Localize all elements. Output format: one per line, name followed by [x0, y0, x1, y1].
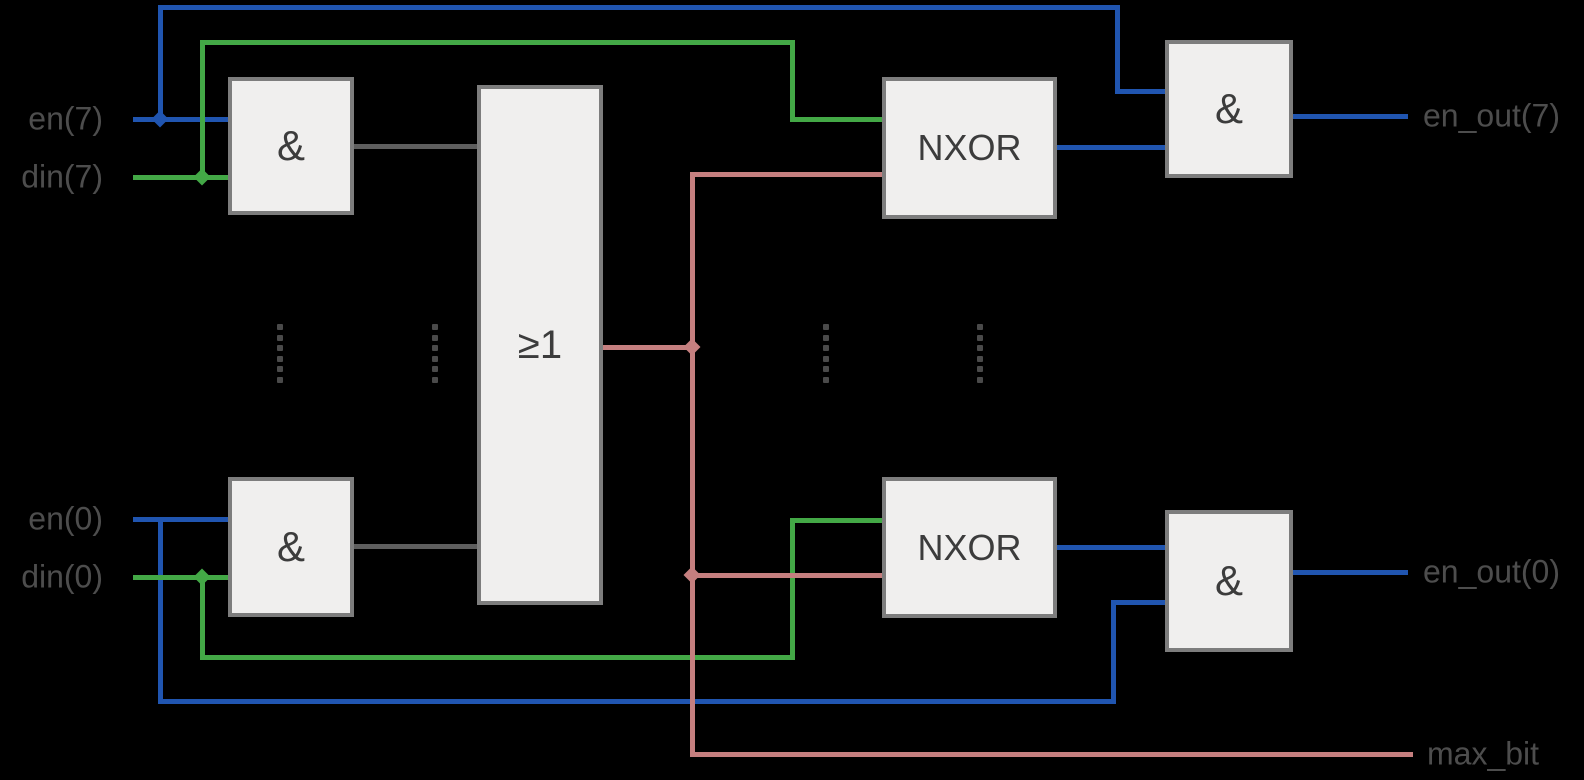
wire-en0-to-or [351, 543, 480, 549]
wire-din7-feedback [789, 39, 795, 122]
gate-label-and-out-7: & [1214, 85, 1243, 132]
wire-en-out7-wire [1290, 113, 1408, 119]
wire-en7-feedback [1114, 88, 1168, 94]
ellipsis-icon [432, 355, 438, 362]
gate-and-in-7: & [228, 77, 354, 215]
gate-and-in-0: & [228, 477, 354, 617]
wire-en7-input [351, 143, 480, 149]
port-label-en-out-0: en_out(0) [1423, 553, 1560, 590]
wire-en7-feedback [1114, 4, 1120, 94]
wire-en0-feedback [157, 516, 163, 704]
wire-din7-feedback [199, 39, 795, 45]
ellipsis-icon [977, 334, 983, 341]
wire-en7-line [132, 116, 231, 122]
wire-din0-feedback [199, 654, 795, 660]
gate-or-gate: ≥1 [477, 85, 603, 605]
ellipsis-icon [977, 366, 983, 372]
wire-din0-feedback [199, 574, 205, 660]
ellipsis-icon [823, 324, 829, 330]
junction-din7-tap [193, 168, 211, 186]
port-label-din-0: din(0) [21, 558, 103, 595]
ellipsis-icon [277, 345, 283, 351]
wire-nxor0-out [1054, 544, 1168, 550]
ellipsis-icon [823, 376, 829, 383]
port-label-max-bit: max_bit [1427, 735, 1540, 772]
wire-nxor7-out [1054, 144, 1168, 150]
wire-en-out0-wire [1290, 569, 1408, 575]
gate-label-or-gate: ≥1 [517, 323, 563, 367]
wire-din0-feedback [789, 517, 885, 523]
ellipsis-icon [277, 376, 283, 383]
junction-nxor0-tap [683, 566, 701, 584]
wire-red-to-nxor0 [689, 572, 885, 578]
ellipsis-icon [977, 345, 983, 351]
port-label-en-7: en(7) [28, 100, 103, 137]
ellipsis-icon [432, 376, 438, 383]
wire-din7-feedback [789, 116, 885, 122]
wire-max-bit-trunk [689, 171, 695, 757]
gate-nxor-7: NXOR [882, 77, 1057, 219]
wire-din7-feedback [199, 39, 205, 180]
ellipsis-icon [977, 376, 983, 383]
gate-and-out-0: & [1165, 510, 1293, 652]
wire-en0-feedback [1110, 599, 1116, 704]
ellipsis-icon [823, 366, 829, 372]
ellipsis-icon [823, 345, 829, 351]
wire-en0-feedback [1110, 599, 1168, 605]
ellipsis-icon [277, 334, 283, 341]
gate-nxor-0: NXOR [882, 477, 1057, 618]
gate-label-and-in-7: & [276, 122, 305, 169]
ellipsis-icon [823, 355, 829, 362]
wire-en7-feedback [157, 4, 1120, 10]
ellipsis-icon [823, 334, 829, 341]
ellipsis-icon [432, 345, 438, 351]
port-label-din-7: din(7) [21, 158, 103, 195]
wire-en0-line [132, 516, 231, 522]
wire-en7-feedback [157, 4, 163, 122]
ellipsis-icon [432, 324, 438, 330]
wire-en0-feedback [157, 698, 1116, 704]
junction-en7-tap [151, 110, 169, 128]
wire-or-output [600, 344, 695, 350]
ellipsis-icon [432, 366, 438, 372]
junction-or-out-tap [683, 338, 701, 356]
wire-max-bit-trunk [689, 751, 1413, 757]
ellipsis-icon [277, 324, 283, 330]
gate-and-out-7: & [1165, 40, 1293, 178]
ellipsis-icon [277, 355, 283, 362]
ellipsis-icon [977, 355, 983, 362]
wire-din0-feedback [789, 517, 795, 660]
wire-din0-line [132, 574, 231, 580]
ellipsis-icon [977, 324, 983, 330]
wire-red-to-nxor7 [689, 171, 885, 177]
gate-label-nxor-0: NXOR [917, 526, 1022, 568]
ellipsis-icon [277, 366, 283, 372]
gate-label-nxor-7: NXOR [917, 127, 1022, 168]
wire-din7-line [132, 174, 231, 180]
ellipsis-icon [432, 334, 438, 341]
gate-label-and-out-0: & [1214, 557, 1243, 604]
port-label-en-out-7: en_out(7) [1423, 97, 1560, 134]
port-label-en-0: en(0) [28, 500, 103, 537]
junction-din0-tap [193, 568, 211, 586]
gate-label-and-in-0: & [276, 523, 305, 570]
